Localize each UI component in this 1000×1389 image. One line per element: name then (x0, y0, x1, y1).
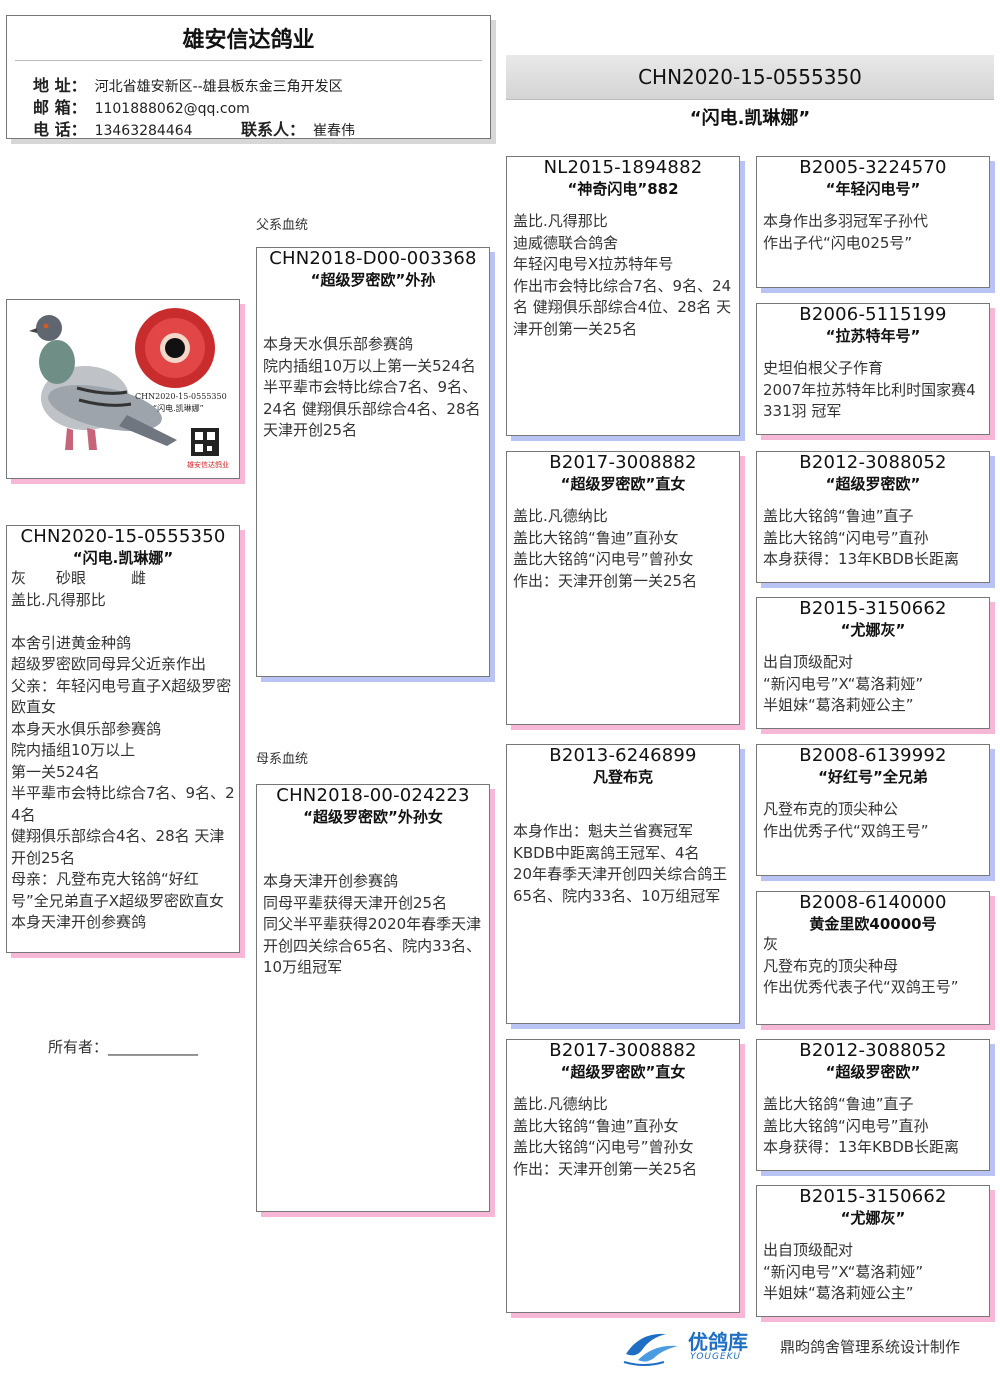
dam-nickname: “超级罗密欧”外孙女 (303, 808, 443, 826)
grandparent-ring: B2013-6246899 (549, 745, 697, 766)
email-row: 邮 箱： 1101888062@qq.com (33, 94, 250, 118)
great-grandparent-box: B2012-3088052 “超级罗密欧” 盖比大铭鸽“鲁迪”直子 盖比大铭鸽“… (756, 1039, 990, 1171)
great-grandparent-description: 本身作出多羽冠军子孙代 作出子代“闪电025号” (763, 212, 929, 252)
great-grandparent-description: 出自顶级配对 “新闪电号”X“葛洛莉娅” 半姐妹“葛洛莉娅公主” (763, 1241, 924, 1302)
dam-ring: CHN2018-00-024223 (276, 785, 470, 806)
great-grandparent-box: B2012-3088052 “超级罗密欧” 盖比大铭鸽“鲁迪”直子 盖比大铭鸽“… (756, 451, 990, 583)
great-grandparent-ring: B2012-3088052 (799, 452, 947, 473)
photo-caption-brand: 雄安信达鸽业 (187, 461, 229, 469)
email-label: 邮 箱： (33, 98, 87, 117)
sire-ring: CHN2018-D00-003368 (269, 248, 477, 269)
sire-section-label: 父系血统 (256, 218, 309, 233)
great-grandparent-box: B2005-3224570 “年轻闪电号” 本身作出多羽冠军子孙代 作出子代“闪… (756, 156, 990, 288)
logo-text: 优鸽库 (688, 1330, 748, 1354)
great-grandparent-description: 史坦伯根父子作育 2007年拉苏特年比利时国家赛4331羽 冠军 (763, 359, 976, 420)
great-grandparent-box: B2006-5115199 “拉苏特年号” 史坦伯根父子作育 2007年拉苏特年… (756, 303, 990, 435)
dam-box: CHN2018-00-024223 “超级罗密欧”外孙女 本身天津开创参赛鸽 同… (256, 784, 490, 1212)
great-grandparent-nickname: “年轻闪电号” (825, 180, 921, 198)
great-grandparent-box: B2015-3150662 “尤娜灰” 出自顶级配对 “新闪电号”X“葛洛莉娅”… (756, 1185, 990, 1317)
phone-value: 13463284464 (94, 123, 193, 139)
grandparent-description: 盖比.凡得那比 迪威德联合鸽舍 年轻闪电号X拉苏特年号 作出市会特比综合7名、9… (513, 212, 732, 338)
grandparent-description: 盖比.凡德纳比 盖比大铭鸽“鲁迪”直孙女 盖比大铭鸽“闪电号”曾孙女 作出：天津… (513, 1095, 698, 1178)
dam-description: 本身天津开创参赛鸽 同母平辈获得天津开创25名 同父半平辈获得2020年春季天津… (263, 872, 482, 976)
great-grandparent-description: 灰 凡登布克的顶尖种母 作出优秀代表子代“双鸽王号” (763, 935, 959, 996)
great-grandparent-ring: B2012-3088052 (799, 1040, 947, 1061)
owner-line: 所有者：____________ (48, 1036, 198, 1057)
logo-subtext: YOUGEKU (690, 1352, 742, 1362)
great-grandparent-box: B2008-6139992 “好红号”全兄弟 凡登布克的顶尖种公 作出优秀子代“… (756, 744, 990, 876)
grandparent-box: B2017-3008882 “超级罗密欧”直女 盖比.凡德纳比 盖比大铭鸽“鲁迪… (506, 1039, 740, 1313)
subject-ring: CHN2020-15-0555350 (20, 526, 226, 547)
sire-description: 本身天水俱乐部参赛鸽 院内插组10万以上第一关524名 半平辈市会特比综合7名、… (263, 335, 481, 439)
pigeon-photo: CHN2020-15-0555350 “闪电.凯琳娜” 雄安信达鸽业 (6, 299, 240, 479)
grandparent-ring: NL2015-1894882 (543, 157, 703, 178)
great-grandparent-description: 凡登布克的顶尖种公 作出优秀子代“双鸽王号” (763, 800, 929, 840)
great-grandparent-box: B2008-6140000 黄金里欧40000号 灰 凡登布克的顶尖种母 作出优… (756, 891, 990, 1025)
grandparent-description: 盖比.凡德纳比 盖比大铭鸽“鲁迪”直孙女 盖比大铭鸽“闪电号”曾孙女 作出：天津… (513, 507, 698, 590)
address-value: 河北省雄安新区--雄县板东金三角开发区 (94, 79, 343, 95)
great-grandparent-description: 盖比大铭鸽“鲁迪”直子 盖比大铭鸽“闪电号”直孙 本身获得：13年KBDB长距离 (763, 507, 960, 568)
great-grandparent-ring: B2015-3150662 (799, 1186, 947, 1207)
grandparent-nickname: “超级罗密欧”直女 (560, 1063, 686, 1081)
sire-nickname: “超级罗密欧”外孙 (310, 271, 436, 289)
grandparent-ring: B2017-3008882 (549, 452, 697, 473)
grandparent-box: B2017-3008882 “超级罗密欧”直女 盖比.凡德纳比 盖比大铭鸽“鲁迪… (506, 451, 740, 725)
grandparent-description: 本身作出：魁夫兰省赛冠军 KBDB中距离鸽王冠军、4名 20年春季天津开创四关综… (513, 822, 728, 905)
banner-ring: CHN2020-15-0555350 (638, 65, 862, 89)
address-row: 地 址： 河北省雄安新区--雄县板东金三角开发区 (33, 72, 343, 96)
footer-credit: 鼎昀鸽舍管理系统设计制作 (780, 1338, 961, 1356)
great-grandparent-ring: B2006-5115199 (799, 304, 947, 325)
grandparent-nickname: 凡登布克 (592, 768, 653, 786)
grandparent-box: NL2015-1894882 “神奇闪电”882 盖比.凡得那比 迪威德联合鸽舍… (506, 156, 740, 436)
loft-info-card: 雄安信达鸽业 地 址： 河北省雄安新区--雄县板东金三角开发区 邮 箱： 11018… (6, 15, 491, 139)
great-grandparent-nickname: 黄金里欧40000号 (809, 915, 937, 933)
loft-name: 雄安信达鸽业 (182, 28, 315, 53)
grandparent-nickname: “神奇闪电”882 (567, 180, 679, 198)
grandparent-nickname: “超级罗密欧”直女 (560, 475, 686, 493)
subject-box: CHN2020-15-0555350 “闪电.凯琳娜” 灰 砂眼 雌 盖比.凡得… (6, 525, 240, 953)
great-grandparent-ring: B2008-6140000 (799, 892, 947, 913)
dam-section-label: 母系血统 (256, 752, 309, 767)
subject-nickname: “闪电.凯琳娜” (72, 549, 174, 567)
phone-row: 电 话： 13463284464 联系人： 崔春伟 (33, 116, 355, 140)
great-grandparent-ring: B2005-3224570 (799, 157, 947, 178)
sire-box: CHN2018-D00-003368 “超级罗密欧”外孙 本身天水俱乐部参赛鸽 … (256, 247, 490, 677)
grandparent-box: B2013-6246899 凡登布克 本身作出：魁夫兰省赛冠军 KBDB中距离鸽… (506, 744, 740, 1024)
banner-nickname: “闪电.凯琳娜” (689, 108, 811, 129)
email-value: 1101888062@qq.com (94, 101, 250, 117)
great-grandparent-ring: B2008-6139992 (799, 745, 947, 766)
great-grandparent-nickname: “拉苏特年号” (825, 327, 921, 345)
great-grandparent-ring: B2015-3150662 (799, 598, 947, 619)
great-grandparent-description: 盖比大铭鸽“鲁迪”直子 盖比大铭鸽“闪电号”直孙 本身获得：13年KBDB长距离 (763, 1095, 960, 1156)
owner-label: 所有者： (48, 1038, 109, 1056)
yougeku-logo-icon (623, 1333, 678, 1366)
great-grandparent-nickname: “尤娜灰” (840, 621, 906, 639)
owner-blank: ____________ (108, 1038, 199, 1056)
great-grandparent-box: B2015-3150662 “尤娜灰” 出自顶级配对 “新闪电号”X“葛洛莉娅”… (756, 597, 990, 729)
photo-caption-ring: CHN2020-15-0555350 (135, 392, 227, 401)
grandparent-ring: B2017-3008882 (549, 1040, 697, 1061)
great-grandparent-nickname: “超级罗密欧” (825, 1063, 921, 1081)
card-divider (15, 60, 482, 61)
great-grandparent-nickname: “好红号”全兄弟 (818, 768, 928, 786)
great-grandparent-description: 出自顶级配对 “新闪电号”X“葛洛莉娅” 半姐妹“葛洛莉娅公主” (763, 653, 924, 714)
phone-label: 电 话： (33, 120, 87, 139)
subject-description: 盖比.凡得那比 本舍引进黄金种鸽 超级罗密欧同母异父近亲作出 父亲：年轻闪电号直… (11, 590, 235, 932)
photo-caption-name: “闪电.凯琳娜” (153, 404, 204, 413)
great-grandparent-nickname: “超级罗密欧” (825, 475, 921, 493)
pedigree-banner: CHN2020-15-0555350 (506, 55, 994, 100)
great-grandparent-nickname: “尤娜灰” (840, 1209, 906, 1227)
address-label: 地 址： (33, 76, 87, 95)
contact-value: 崔春伟 (313, 123, 356, 139)
footer-logo: 优鸽库 YOUGEKU (620, 1324, 770, 1368)
subject-attrs: 灰 砂眼 雌 (11, 569, 147, 587)
contact-label: 联系人： (241, 120, 306, 139)
pigeon-illustration (29, 308, 219, 456)
